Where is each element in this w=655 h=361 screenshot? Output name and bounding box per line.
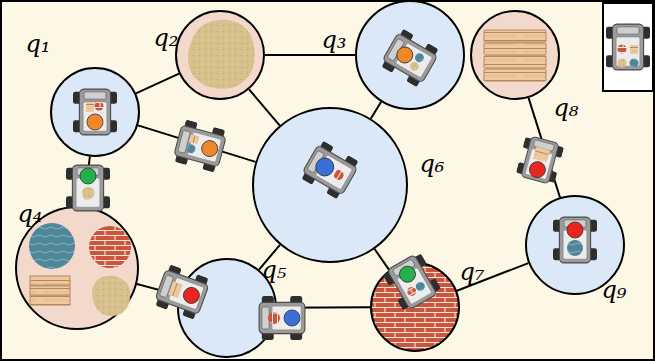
region-outline bbox=[370, 262, 460, 352]
region-circle: q₂ bbox=[175, 10, 265, 100]
region-outline bbox=[252, 107, 408, 263]
adjacency-edge bbox=[265, 54, 355, 56]
region-label: q₇ bbox=[460, 260, 485, 284]
region-label: q₁ bbox=[26, 32, 51, 56]
region-outline bbox=[470, 10, 560, 100]
region-label: q₉ bbox=[602, 278, 627, 302]
adjacency-edge bbox=[375, 249, 390, 270]
region-circle: q₆ bbox=[252, 107, 408, 263]
region-circle: q₄ bbox=[15, 206, 139, 330]
adjacency-edge bbox=[136, 74, 179, 94]
region-circle: q₃ bbox=[355, 0, 465, 110]
adjacency-edge bbox=[137, 284, 179, 295]
adjacency-edge bbox=[84, 157, 90, 207]
adjacency-edge bbox=[277, 306, 370, 308]
region-circle: q₇ bbox=[370, 262, 460, 352]
region-circle: q₈ bbox=[470, 10, 560, 100]
region-outline bbox=[50, 67, 140, 157]
region-label: q₂ bbox=[154, 26, 179, 50]
region-label: q₄ bbox=[18, 202, 43, 226]
adjacency-edge bbox=[371, 102, 381, 119]
region-label: q₃ bbox=[322, 28, 347, 52]
adjacency-edge bbox=[249, 89, 280, 125]
adjacency-edge bbox=[138, 125, 256, 162]
region-circle: q₅ bbox=[177, 258, 277, 358]
region-outline bbox=[355, 0, 465, 110]
region-outline bbox=[175, 10, 265, 100]
region-label: q₅ bbox=[262, 258, 287, 282]
region-circle: q₉ bbox=[525, 195, 625, 295]
region-label: q₈ bbox=[554, 96, 579, 120]
region-circle: q₁ bbox=[50, 67, 140, 157]
region-label: q₆ bbox=[420, 152, 445, 176]
